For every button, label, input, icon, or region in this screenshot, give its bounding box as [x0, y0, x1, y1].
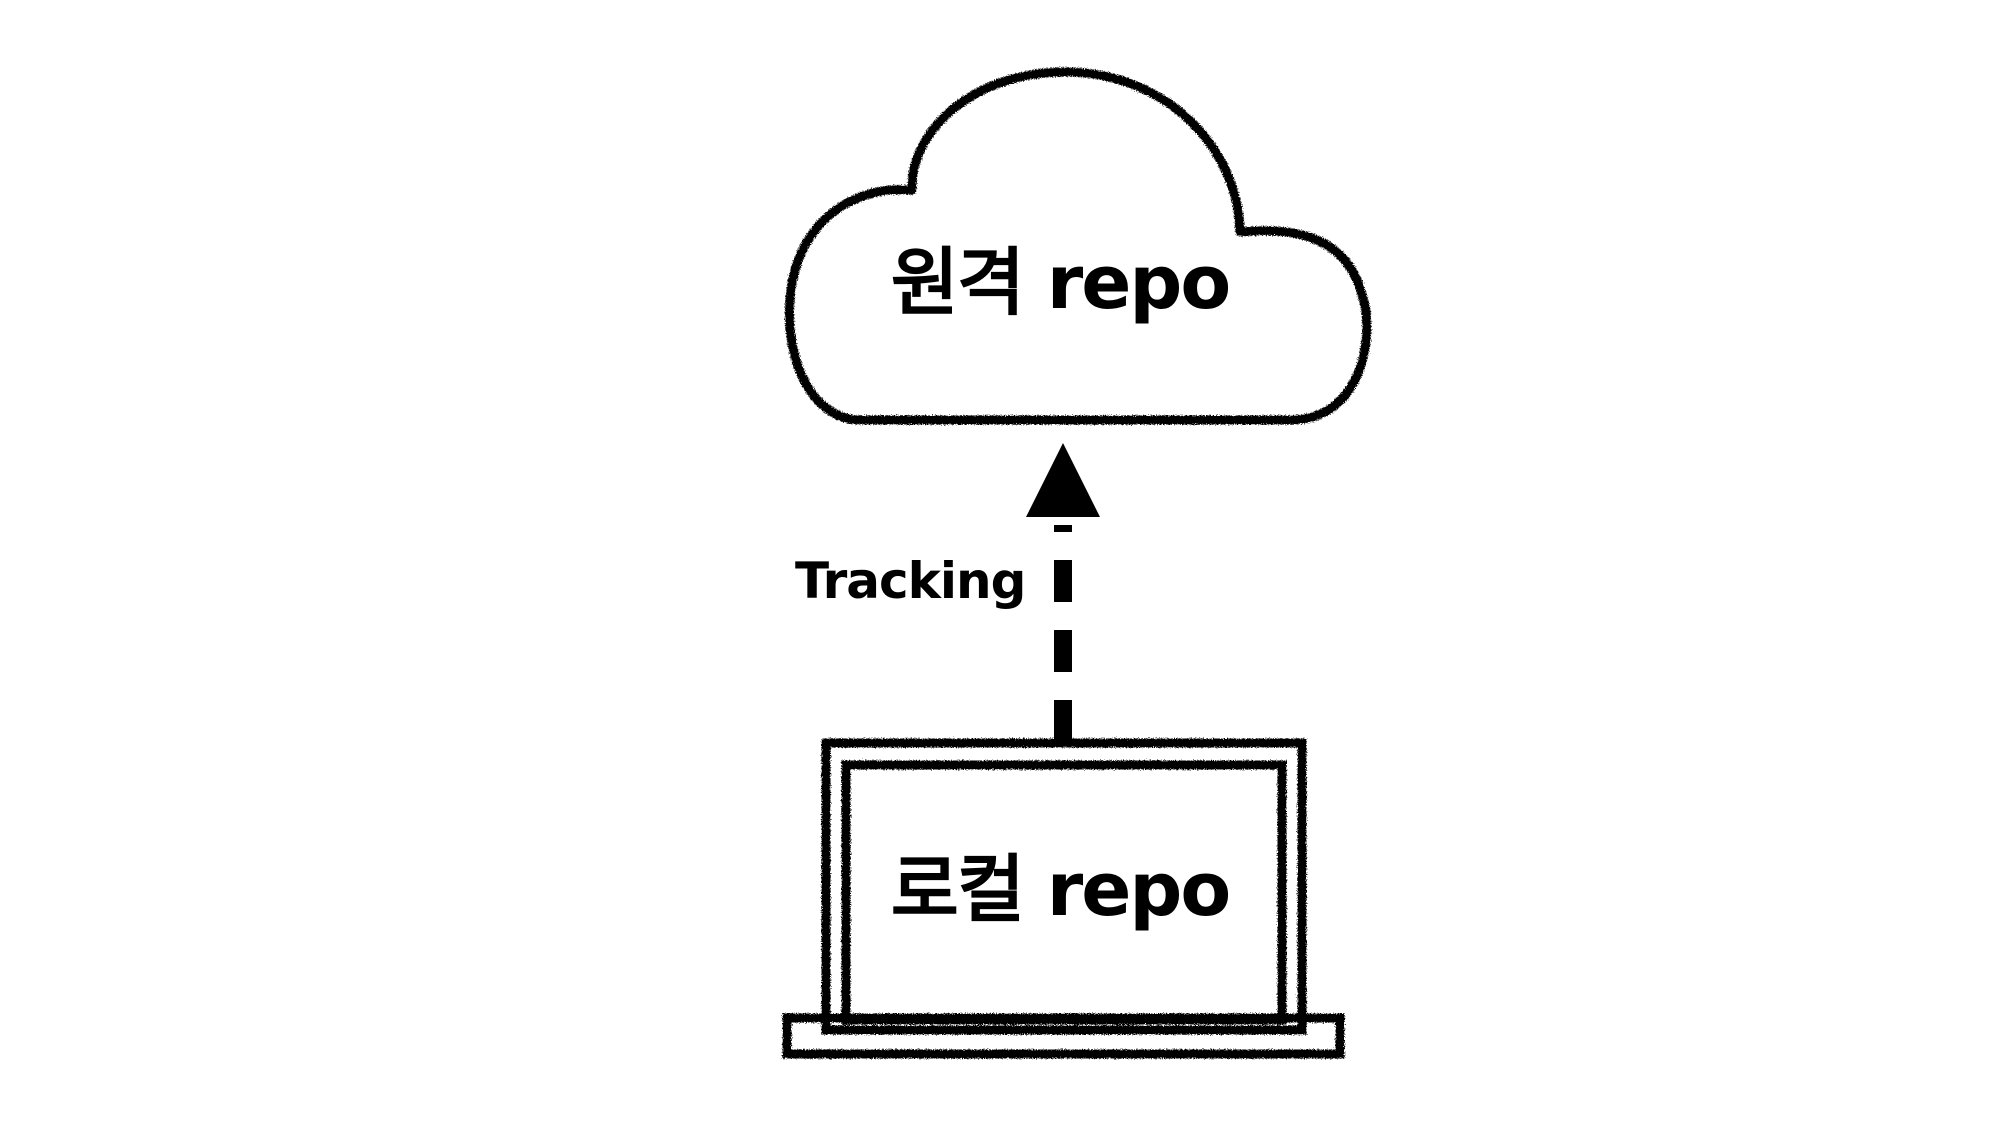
- tracking-arrow: [1026, 443, 1100, 742]
- tracking-arrow-head: [1026, 443, 1100, 517]
- cloud-icon: [784, 67, 1372, 425]
- tracking-label: Tracking: [795, 552, 1026, 610]
- local-repo-label: 로컬 repo: [890, 847, 1231, 933]
- laptop-icon: [782, 738, 1345, 1059]
- remote-repo-label: 원격 repo: [890, 240, 1231, 326]
